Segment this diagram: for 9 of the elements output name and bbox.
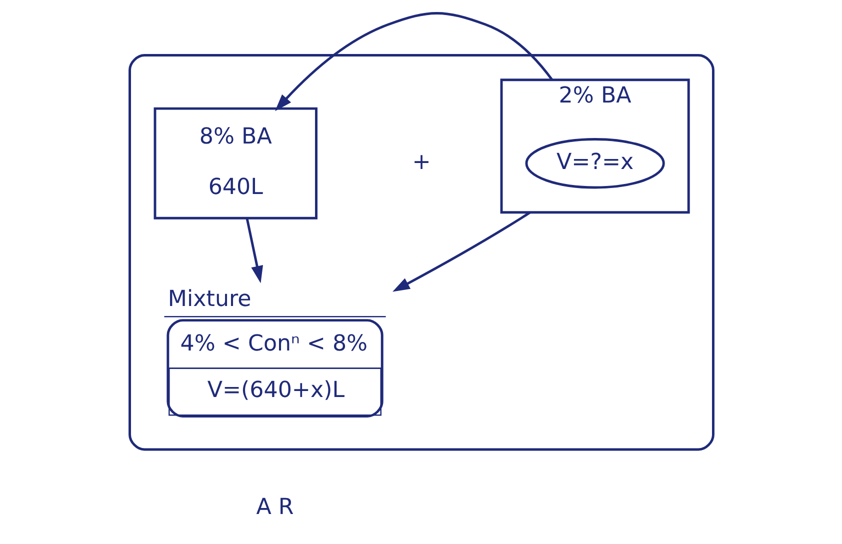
node-box: 8% BA 640L: [153, 107, 317, 220]
cluster: [128, 54, 714, 451]
node-ellipse: V=?=x: [524, 138, 664, 189]
arrow: [392, 211, 530, 292]
label: +: [412, 148, 430, 175]
arrow: [274, 12, 553, 112]
label: A R: [256, 494, 294, 520]
node-label: Mixture: [167, 286, 251, 312]
arrow: [245, 218, 263, 284]
